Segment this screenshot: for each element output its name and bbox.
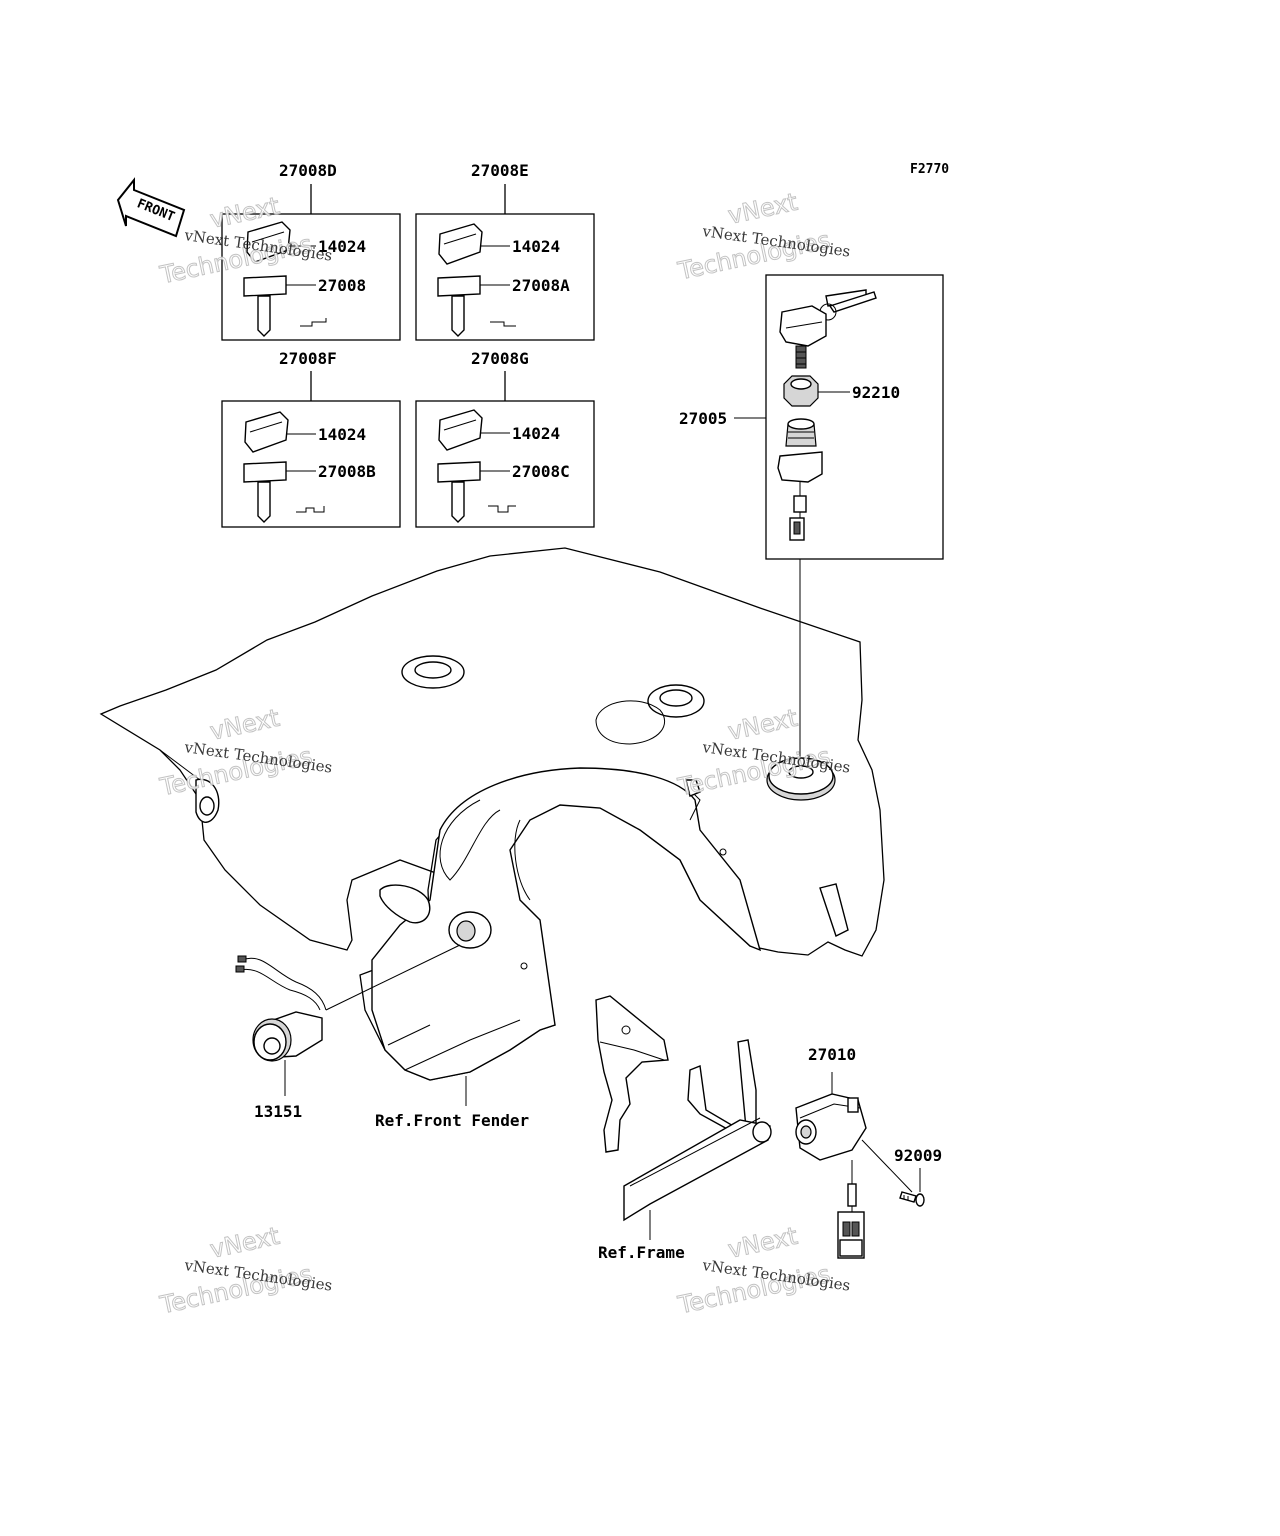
ref-frame: Ref.Frame (598, 1243, 685, 1262)
key-set-label: 27008F (279, 349, 337, 368)
key-cap-icon (438, 409, 483, 451)
ignition-key-icon (819, 289, 877, 321)
key-icon (243, 461, 287, 523)
svg-text:vNext: vNext (726, 704, 800, 746)
key-icon (437, 461, 481, 523)
key-cut-icon (300, 318, 327, 327)
bolt-icon (899, 1191, 925, 1207)
svg-text:vNext: vNext (208, 704, 282, 746)
key-set-label: 27008D (279, 161, 337, 180)
key-set-box-27008F: 27008F 14024 27008B (221, 349, 401, 528)
ref-front-fender: Ref.Front Fender (375, 1111, 529, 1130)
nut-part-number: 92210 (852, 383, 900, 402)
ignition-switch-body-icon (777, 418, 823, 541)
key-cut-icon (488, 505, 516, 513)
key-cap-icon (244, 411, 289, 453)
key-icon (437, 275, 481, 337)
side-grommet-icon (195, 778, 220, 823)
key-cap-icon (438, 223, 483, 265)
svg-text:vNext: vNext (726, 188, 800, 230)
key-set-box-27008E: 27008E 14024 27008A (415, 161, 595, 341)
frame-bracket (595, 995, 772, 1222)
front-arrow-icon: FRONT (116, 177, 186, 238)
nut-icon (783, 375, 819, 407)
svg-text:vNext: vNext (726, 1222, 800, 1264)
lock-hole-icon (379, 884, 492, 949)
bolt-part-number: 92009 (894, 1146, 942, 1165)
key-set-label: 27008G (471, 349, 529, 368)
key-part-number: 27008A (512, 276, 570, 295)
ignition-grommet-icon (766, 757, 836, 801)
grommet-icon (647, 684, 705, 718)
key-icon (243, 275, 287, 337)
switch-cap-icon (779, 305, 827, 369)
key-cap-part-number: 14024 (512, 237, 560, 256)
handlebar-cover (371, 767, 849, 1081)
key-part-number: 27008B (318, 462, 376, 481)
grommet-icon (401, 655, 465, 689)
key-cap-part-number: 14024 (512, 424, 560, 443)
svg-text:vNext: vNext (208, 1222, 282, 1264)
lock-cylinder-icon (235, 955, 327, 1096)
ignition-switch-part-number: 27005 (679, 409, 727, 428)
key-cut-icon (296, 506, 325, 513)
key-cap-icon (246, 221, 291, 263)
sensor-icon (795, 1093, 867, 1259)
key-set-label: 27008E (471, 161, 529, 180)
figure-code: F2770 (910, 162, 949, 177)
key-set-box-27008G: 27008G 14024 27008C (415, 349, 595, 528)
lock-part-number: 13151 (254, 1102, 302, 1121)
ignition-switch-box: 27005 92210 (679, 274, 944, 760)
sensor-part-number: 27010 (808, 1045, 856, 1064)
key-set-box-27008D: 27008D 14024 27008 (221, 161, 401, 341)
key-cut-icon (490, 321, 516, 327)
key-cap-part-number: 14024 (318, 425, 366, 444)
key-part-number: 27008 (318, 276, 366, 295)
key-part-number: 27008C (512, 462, 570, 481)
key-cap-part-number: 14024 (318, 237, 366, 256)
filler-hole-outline (595, 700, 666, 745)
